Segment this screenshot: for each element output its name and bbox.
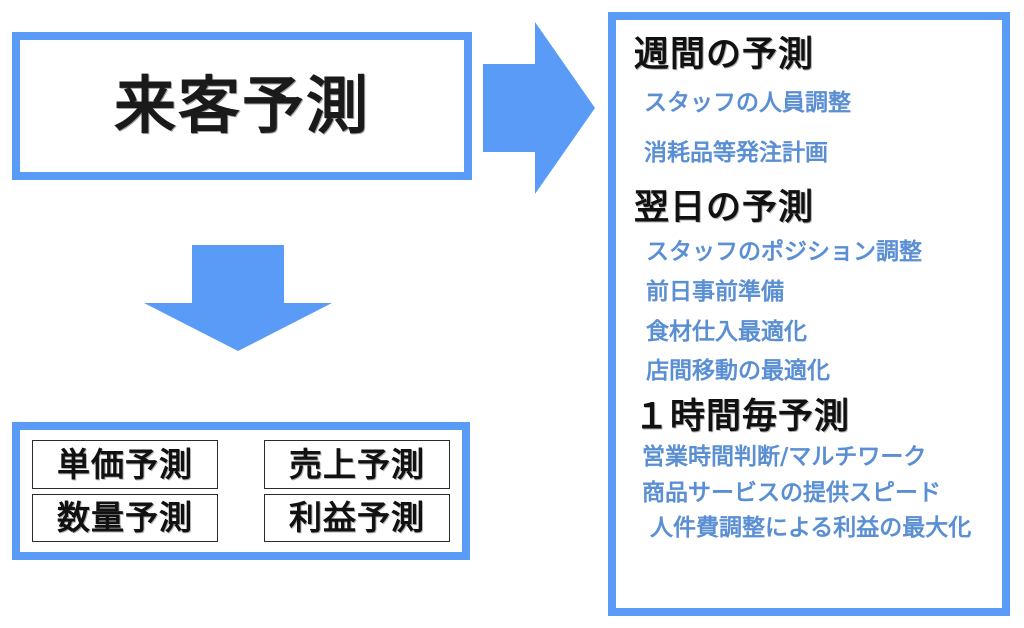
section-weekly-forecast: 週間の予測 スタッフの人員調整 消耗品等発注計画	[634, 36, 992, 165]
prediction-cell-profit[interactable]: 利益予測	[264, 493, 450, 542]
section-nextday-forecast: 翌日の予測 スタッフのポジション調整 前日事前準備 食材仕入最適化 店間移動の最…	[634, 189, 992, 384]
prediction-types-box: 単価予測 売上予測 数量予測 利益予測	[12, 422, 470, 560]
section-item: 店間移動の最適化	[646, 357, 830, 385]
prediction-cell-unit-price[interactable]: 単価予測	[32, 440, 218, 489]
forecast-usecases-panel: 週間の予測 スタッフの人員調整 消耗品等発注計画 翌日の予測 スタッフのポジショ…	[608, 12, 1010, 616]
section-heading: １時間毎予測	[634, 396, 851, 438]
prediction-cell-sales[interactable]: 売上予測	[264, 440, 450, 489]
section-item: 消耗品等発注計画	[644, 138, 828, 166]
prediction-cell-quantity[interactable]: 数量予測	[32, 493, 218, 542]
section-item: 人件費調整による利益の最大化	[650, 514, 972, 542]
section-hourly-forecast: １時間毎予測 営業時間判断/マルチワーク 商品サービスの提供スピード 人件費調整…	[634, 398, 992, 541]
section-heading: 翌日の予測	[634, 187, 815, 229]
right-arrow-icon	[483, 18, 595, 198]
section-item: 商品サービスの提供スピード	[642, 478, 941, 506]
section-item: 営業時間判断/マルチワーク	[642, 442, 927, 470]
prediction-grid: 単価予測 売上予測 数量予測 利益予測	[32, 440, 450, 542]
main-title-box: 来客予測	[12, 32, 472, 180]
section-item: スタッフの人員調整	[644, 88, 851, 116]
section-item: 前日事前準備	[646, 277, 784, 305]
section-item: スタッフのポジション調整	[646, 238, 922, 266]
prediction-cell-label: 売上予測	[289, 444, 425, 484]
prediction-cell-label: 利益予測	[289, 498, 425, 538]
prediction-cell-label: 単価予測	[57, 444, 193, 484]
main-title-text: 来客予測	[113, 69, 370, 142]
section-heading: 週間の予測	[634, 34, 815, 75]
prediction-cell-label: 数量予測	[57, 498, 193, 538]
section-item: 食材仕入最適化	[646, 317, 807, 345]
down-arrow-icon	[140, 245, 336, 351]
